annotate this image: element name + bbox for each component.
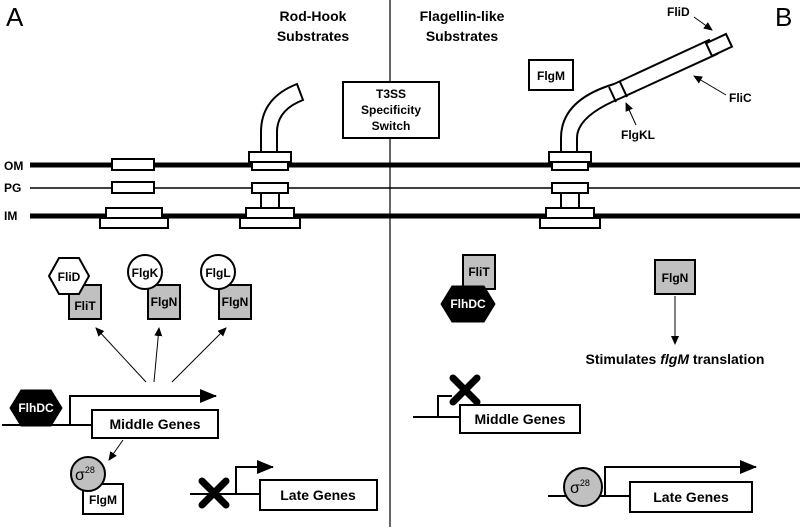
pair1-bottom-label: FliT xyxy=(74,299,96,313)
basal-body-hook xyxy=(239,82,305,229)
switch-line1: T3SS xyxy=(376,87,406,101)
flhdc-hexagon-left xyxy=(9,389,63,427)
switch-line3: Switch xyxy=(372,119,411,133)
flid-cap xyxy=(704,32,734,58)
flgm-box-right xyxy=(528,59,574,91)
header-flagellin-line1: Flagellin-like xyxy=(420,8,505,24)
sigma28-circle-right xyxy=(563,467,603,507)
late-genes-label-left: Late Genes xyxy=(280,487,356,503)
pair3-top-label: FlgL xyxy=(205,266,230,280)
late-genes-box-left xyxy=(259,479,378,511)
header-rod-hook-line2: Substrates xyxy=(277,28,350,44)
panel-b-letter: B xyxy=(775,2,792,32)
om-label: OM xyxy=(4,159,23,173)
middle-genes-box-right xyxy=(459,404,581,434)
arrow-to-pair1 xyxy=(95,327,147,383)
flgK-flgN-pair: FlgK FlgN xyxy=(127,254,181,320)
late-genes-box-right xyxy=(629,481,753,513)
right-middle-promoter-stub xyxy=(437,395,452,417)
block-x-icon-left xyxy=(198,477,230,509)
header-rod-hook-line1: Rod-Hook xyxy=(280,8,347,24)
flhdc-hexagon-right xyxy=(440,285,496,323)
flgk-circle xyxy=(127,254,163,290)
pair1-top-label: FliD xyxy=(58,270,81,284)
switch-line2: Specificity xyxy=(361,103,421,117)
specificity-switch-box xyxy=(342,81,440,139)
flgm-label-right: FlgM xyxy=(537,69,565,83)
middle-genes-box-left xyxy=(91,409,219,439)
right-late-promoter-arrow xyxy=(604,460,757,496)
arrow-to-pair2 xyxy=(153,327,163,383)
flgkl-label: FlgKL xyxy=(621,128,655,142)
flgL-flgN-pair: FlgL FlgN xyxy=(200,254,252,320)
flgm-label-left: FlgM xyxy=(89,493,117,507)
flid-hexagon xyxy=(47,257,91,295)
header-flagellin-line2: Substrates xyxy=(426,28,499,44)
late-genes-label-right: Late Genes xyxy=(653,489,729,505)
flgkl-junction-2 xyxy=(619,81,628,98)
stimulates-text: Stimulates flgM translation xyxy=(586,351,765,367)
flic-pointer xyxy=(693,75,727,96)
sigma28-circle-left xyxy=(70,456,106,492)
flgn-chaperone-box-2 xyxy=(218,284,252,320)
sigma28-label-right: σ28 xyxy=(570,478,590,497)
left-late-promoter-arrow xyxy=(235,460,274,494)
left-middle-promoter-arrow xyxy=(69,389,217,425)
flgn-label-right: FlgN xyxy=(662,271,689,285)
basal-body-empty xyxy=(99,158,169,229)
flgkl-pointer xyxy=(625,102,637,126)
pg-label: PG xyxy=(4,181,21,195)
pair2-bottom-label: FlgN xyxy=(151,295,178,309)
im-label: IM xyxy=(4,209,17,223)
flic-label: FliC xyxy=(729,91,752,105)
arrow-to-pair3 xyxy=(171,327,227,383)
flid-pointer xyxy=(693,16,713,31)
flhdc-label-right: FlhDC xyxy=(450,297,486,311)
arrow-to-sigma-flgm xyxy=(108,439,124,461)
flid-label: FliD xyxy=(667,5,690,19)
middle-genes-label-right: Middle Genes xyxy=(474,411,565,427)
flhdc-label-left: FlhDC xyxy=(18,401,54,415)
pair2-top-label: FlgK xyxy=(132,266,159,280)
basal-body-filament xyxy=(539,32,734,229)
flgn-chaperone-box-1 xyxy=(147,284,181,320)
panel-a-letter: A xyxy=(6,2,24,32)
block-x-icon-right xyxy=(449,374,481,406)
pair3-bottom-label: FlgN xyxy=(222,295,249,309)
flgkl-junction-1 xyxy=(608,86,617,103)
middle-genes-label-left: Middle Genes xyxy=(109,416,200,432)
flgn-box-right xyxy=(654,259,696,295)
flgl-circle xyxy=(200,254,236,290)
flit-label-right: FliT xyxy=(468,265,490,279)
sigma28-label-left: σ28 xyxy=(75,465,95,484)
fliD-fliT-pair: FliD FliT xyxy=(47,257,102,320)
